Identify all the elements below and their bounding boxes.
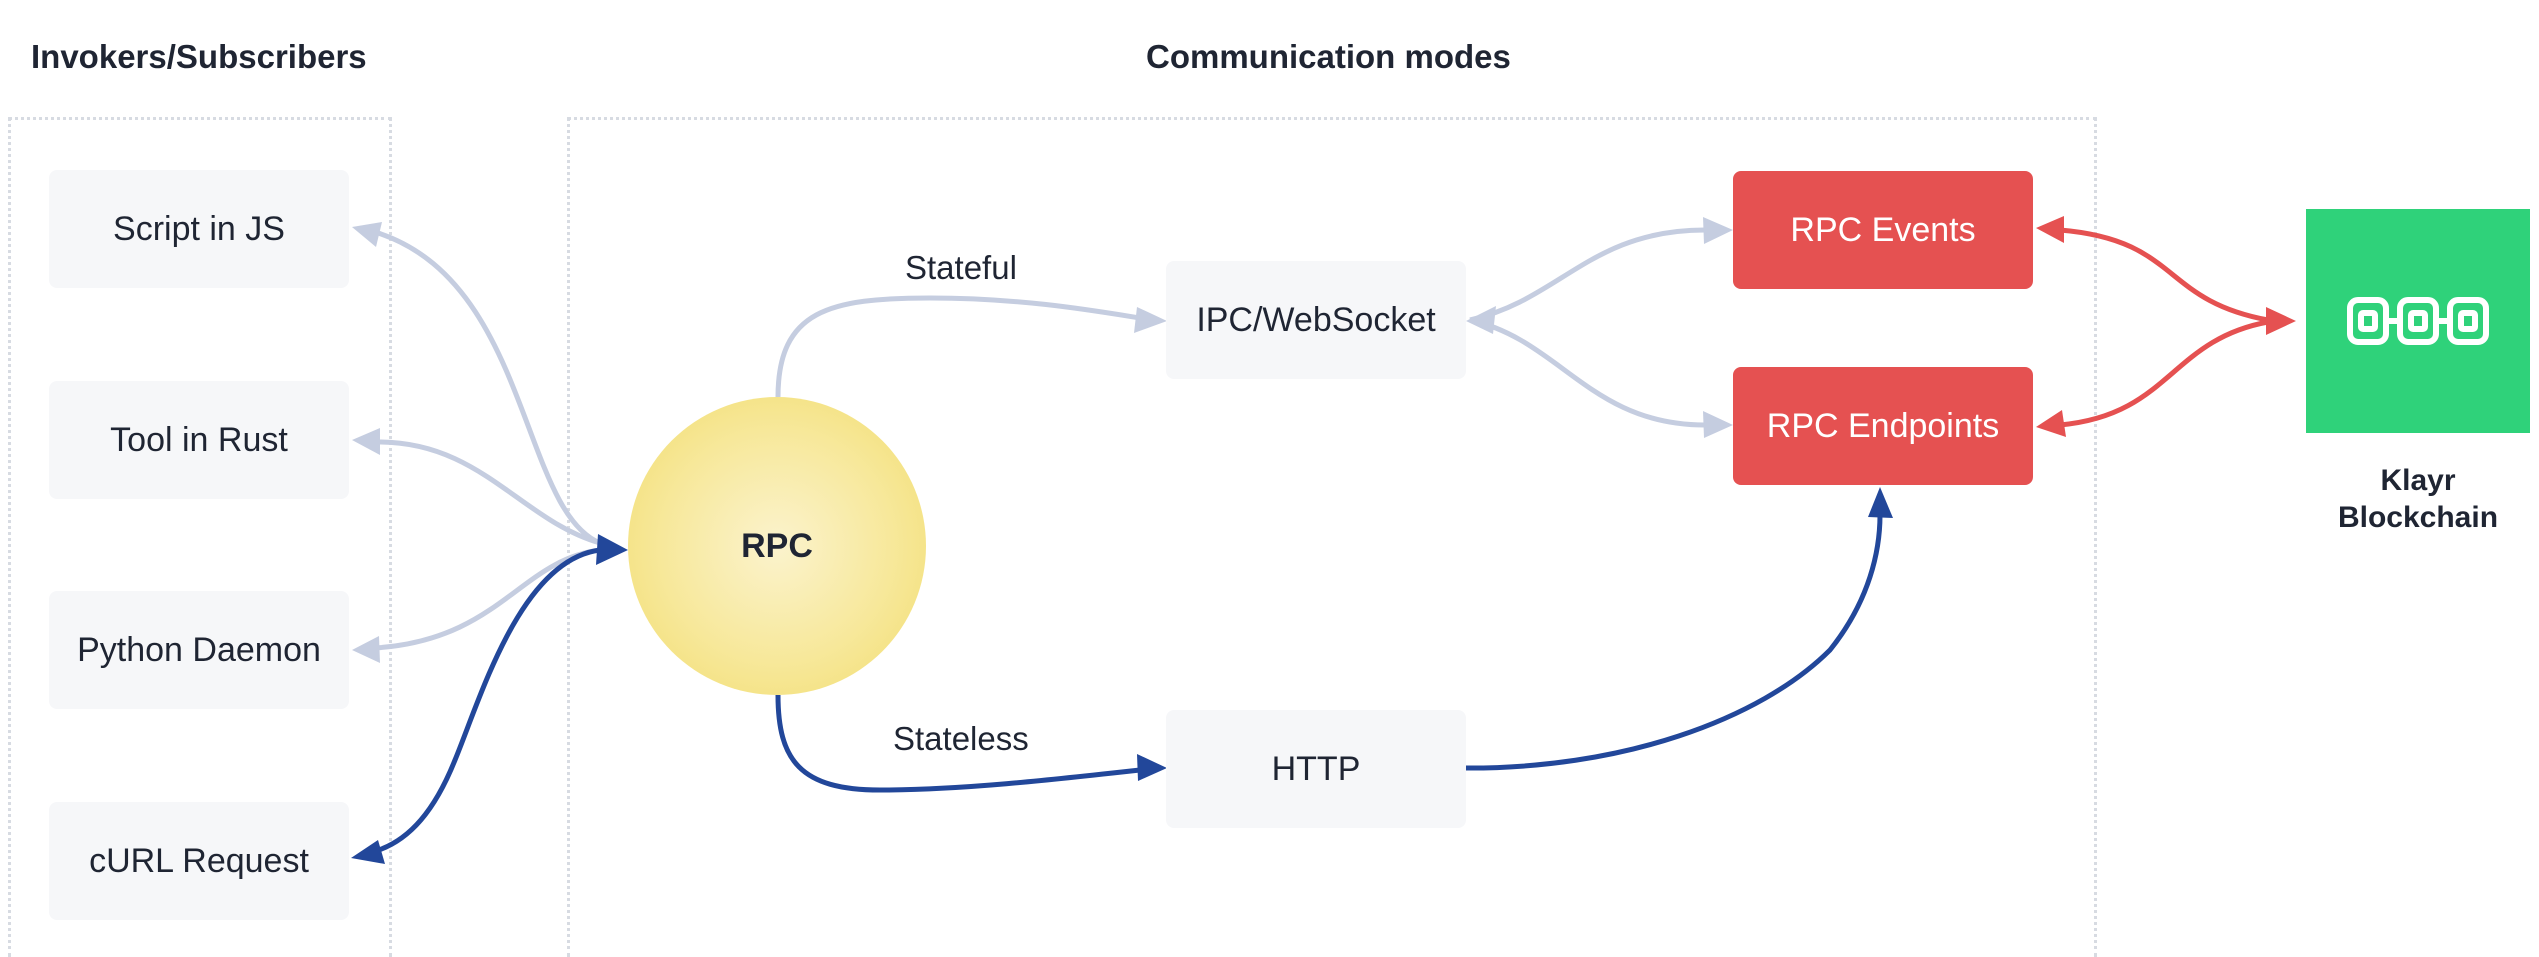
klayr-label-line1: Klayr bbox=[2380, 464, 2456, 497]
arrowhead-ipc-return bbox=[1466, 306, 1496, 334]
ipc-websocket-node: IPC/WebSocket bbox=[1166, 261, 1466, 379]
stateful-label: Stateful bbox=[905, 249, 1017, 286]
arrowhead-klayr bbox=[2266, 307, 2296, 335]
communication-modes-heading: Communication modes bbox=[1146, 38, 1511, 75]
invoker-script-js: Script in JS bbox=[49, 170, 349, 288]
communication-group-frame bbox=[567, 117, 2097, 957]
klayr-blockchain-node bbox=[2306, 209, 2530, 433]
arrowhead-events bbox=[1703, 217, 1733, 244]
rpc-events-node: RPC Events bbox=[1733, 171, 2033, 289]
stateless-label: Stateless bbox=[893, 720, 1029, 757]
invoker-tool-rust: Tool in Rust bbox=[49, 381, 349, 499]
invokers-heading: Invokers/Subscribers bbox=[31, 38, 367, 75]
arrowhead-python bbox=[352, 636, 380, 663]
edge-rpc-curl bbox=[375, 547, 601, 854]
klayr-label-line2: Blockchain bbox=[2337, 501, 2499, 534]
rpc-node: RPC bbox=[628, 397, 926, 695]
http-node: HTTP bbox=[1166, 710, 1466, 828]
edge-rpc-tool-rust bbox=[374, 439, 601, 546]
arrowhead-endpoints bbox=[1703, 411, 1733, 438]
edge-stateless bbox=[775, 694, 1141, 793]
klayr-blockchain-label: Klayr Blockchain bbox=[2286, 462, 2539, 536]
edge-stateful bbox=[775, 295, 1141, 398]
invokers-group-frame bbox=[8, 117, 392, 957]
arrowhead-endpoints-from-klayr bbox=[2036, 410, 2066, 437]
arrowhead-tool-rust bbox=[352, 428, 380, 455]
edge-ipc-events bbox=[1469, 227, 1706, 323]
edge-rpc-script-js bbox=[374, 229, 601, 546]
arrowhead-endpoints-from-http bbox=[1868, 487, 1893, 518]
edge-klayr-events bbox=[2059, 227, 2269, 323]
edge-ipc-endpoints bbox=[1469, 317, 1706, 428]
edge-klayr-endpoints bbox=[2059, 319, 2269, 428]
arrowhead-ipc bbox=[1134, 307, 1167, 333]
arrowhead-events-from-klayr bbox=[2036, 216, 2064, 243]
arrowhead-curl bbox=[351, 840, 385, 864]
edge-http-endpoints bbox=[1459, 514, 1883, 771]
arrowhead-script-js bbox=[352, 222, 382, 247]
invoker-python-daemon: Python Daemon bbox=[49, 591, 349, 709]
chain-link-icon bbox=[2347, 297, 2489, 345]
invoker-curl-request: cURL Request bbox=[49, 802, 349, 920]
arrowhead-rpc-from-curl bbox=[596, 534, 628, 565]
rpc-endpoints-node: RPC Endpoints bbox=[1733, 367, 2033, 485]
arrowhead-http bbox=[1137, 754, 1167, 781]
